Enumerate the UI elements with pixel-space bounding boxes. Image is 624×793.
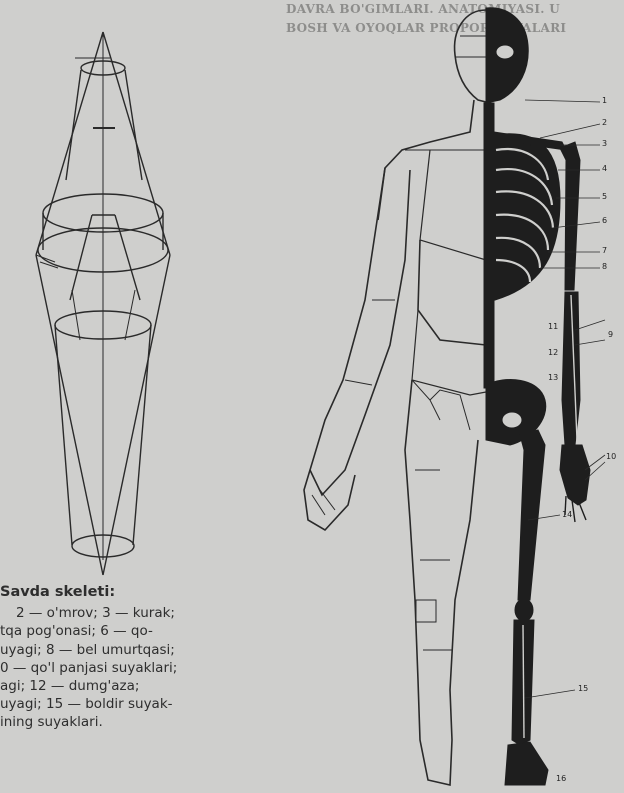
caption-line-4: 0 — qo'l panjasi suyaklari; xyxy=(0,659,290,677)
skeleton-label-3: 3 xyxy=(602,139,607,148)
skeleton-label-13: 13 xyxy=(548,373,558,382)
skeleton-half xyxy=(484,8,590,785)
skeleton-label-5: 5 xyxy=(602,192,607,201)
skeleton-label-4: 4 xyxy=(602,164,607,173)
skeleton-label-2: 2 xyxy=(602,118,607,127)
skeleton-label-6: 6 xyxy=(602,216,607,225)
caption-line-7: ining suyaklari. xyxy=(0,713,290,731)
skeleton-label-16: 16 xyxy=(556,774,566,783)
skeleton-label-9: 9 xyxy=(608,330,613,339)
skeleton-label-15: 15 xyxy=(578,684,588,693)
figure-outline xyxy=(304,10,486,785)
caption-title: Savda skeleti: xyxy=(0,583,290,601)
cone-construction-diagram xyxy=(36,32,170,575)
caption-line-2: tqa pog'onasi; 6 — qo- xyxy=(0,622,290,640)
caption-line-6: uyagi; 15 — boldir suyak- xyxy=(0,695,290,713)
skeleton-label-10: 10 xyxy=(606,452,616,461)
skeleton-label-12: 12 xyxy=(548,348,558,357)
caption-line-1: 2 — o'mrov; 3 — kurak; xyxy=(0,604,290,622)
caption-line-5: agi; 12 — dumg'aza; xyxy=(0,677,290,695)
skeleton-label-1: 1 xyxy=(602,96,607,105)
skeleton-label-8: 8 xyxy=(602,262,607,271)
skeleton-label-14: 14 xyxy=(562,510,572,519)
skeleton-label-7: 7 xyxy=(602,246,607,255)
caption-line-3: uyagi; 8 — bel umurtqasi; xyxy=(0,641,290,659)
skeleton-label-11: 11 xyxy=(548,322,558,331)
figure-caption: Savda skeleti: 2 — o'mrov; 3 — kurak; tq… xyxy=(0,583,290,732)
